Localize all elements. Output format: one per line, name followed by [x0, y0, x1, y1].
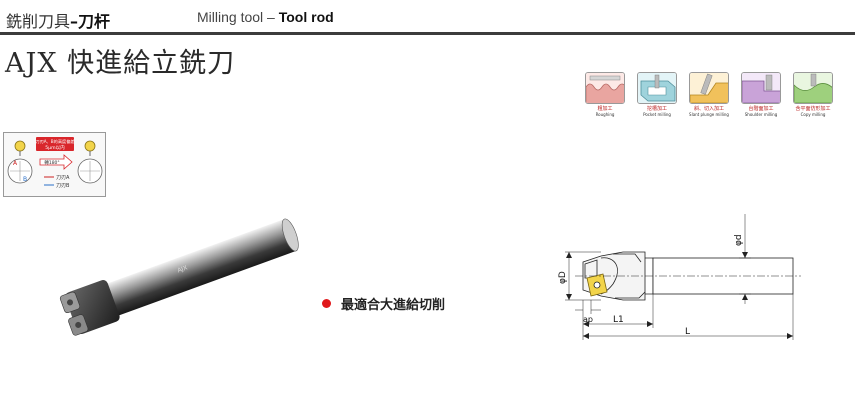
dial-gauge-right-icon [84, 140, 96, 152]
dial-gauge-left-icon [14, 140, 26, 152]
header-cn-category: 刀杆 [78, 12, 111, 31]
legend-b: 刀刃B [56, 183, 70, 189]
header-cn: 銑削刀具–刀杆 [6, 12, 111, 31]
page-title: AJX 快進給立銑刀 [5, 48, 236, 79]
header-rule [0, 32, 855, 35]
label-L1: L1 [613, 315, 624, 325]
application-slant-plunge-milling: 斜、切入加工 Slant plunge milling [689, 72, 729, 122]
copy-milling-icon [793, 72, 833, 104]
tool-engraving: AJX [177, 264, 189, 274]
application-pocket-milling: 挖槽加工 Pocket milling [637, 72, 677, 122]
application-icons: 粗加工 Roughing 挖槽加工 Pocket milling 斜、切入加工 … [585, 72, 835, 122]
roughing-icon [585, 72, 625, 104]
mark-a: A [13, 160, 18, 167]
insert-tolerance-illustration: A B 刀刃A、B的高度偏差 5μm以内 轉180° 刀刃A 刀刃B [3, 132, 106, 197]
bullet-dot-icon [322, 299, 331, 308]
tolerance-note-line1: 刀刃A、B的高度偏差 [35, 138, 74, 145]
page-header: 銑削刀具–刀杆 Milling tool – Tool rod [0, 0, 855, 35]
tool-product-photo: AJX [40, 208, 310, 348]
rotate-arrow-icon [39, 154, 73, 170]
feature-bullet: 最適合大進給切削 [322, 294, 445, 313]
application-roughing: 粗加工 Roughing [585, 72, 625, 122]
slant-plunge-milling-icon [689, 72, 729, 104]
technical-drawing: φd φD ap L1 L [545, 212, 805, 342]
rotate-label: 轉180° [44, 159, 59, 166]
header-en-category: Tool rod [278, 9, 334, 25]
application-copy-milling: 含平面仿形加工 Copy milling [793, 72, 833, 122]
shoulder-milling-icon [741, 72, 781, 104]
mark-b: B [23, 176, 27, 183]
tolerance-note-line2: 5μm以内 [45, 144, 65, 151]
label-phi-d: φd [734, 234, 744, 246]
label-L: L [685, 327, 690, 337]
tool-shank [99, 219, 298, 318]
feature-text: 最適合大進給切削 [341, 298, 446, 313]
label-phi-D: φD [558, 271, 568, 284]
header-en: Milling tool – Tool rod [197, 9, 334, 25]
application-shoulder-milling: 台階面加工 Shoulder milling [741, 72, 781, 122]
pocket-milling-icon [637, 72, 677, 104]
label-ap: ap [583, 315, 593, 324]
legend-a: 刀刃A [56, 175, 70, 181]
